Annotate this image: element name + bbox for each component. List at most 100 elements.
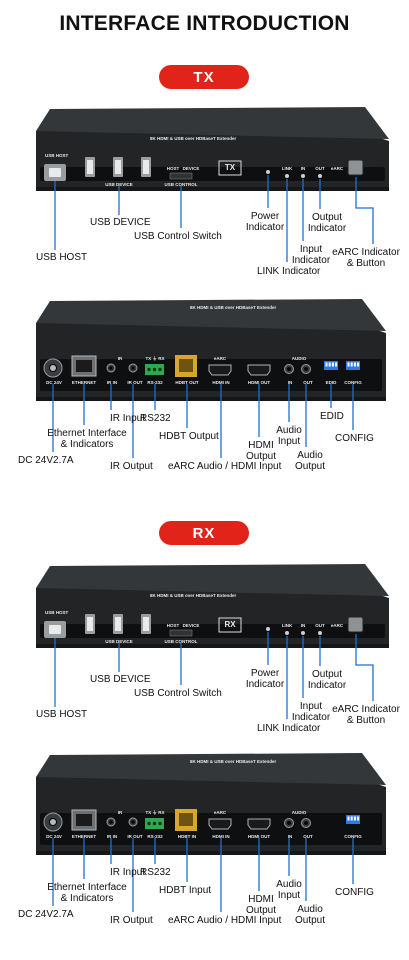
- tx-line-earc: [355, 177, 374, 244]
- rx-rear-config-label: CONFIG: [344, 834, 362, 839]
- tx-front-out-led: [318, 174, 322, 178]
- dip-switch-lever: [331, 362, 334, 367]
- rx-callout-ir-output: IR Output: [110, 915, 153, 926]
- tx-front-power-led: [266, 170, 270, 174]
- dip-switch: [324, 361, 338, 370]
- tx-front-model-text: 8K HDMI & USB over HDBaseT Extender: [150, 136, 237, 141]
- rx-front-usb-b-inner: [49, 625, 61, 634]
- jack-hole: [131, 366, 135, 370]
- tx-rear-rs232-screw: [158, 367, 162, 372]
- rx-front-in-led: [301, 631, 305, 635]
- device-base-edge: [36, 851, 386, 855]
- tx-callout-usb-control: USB Control Switch: [134, 231, 222, 242]
- rx-front-device-label: DEVICE: [182, 623, 200, 628]
- tx-callout-ethernet: Ethernet Interface& Indicators: [47, 428, 127, 450]
- jack-hole: [109, 820, 113, 824]
- rx-front-out-led: [318, 631, 322, 635]
- tx-rear-config-label: CONFIG: [344, 380, 362, 385]
- rx-front-usb-host-label: USB HOST: [45, 610, 69, 615]
- tx-rear-audio-out-label: OUT: [303, 380, 313, 385]
- jack-hole: [303, 366, 309, 372]
- tx-callout-usb-host: USB HOST: [36, 252, 88, 263]
- tx-front-mode-text: TX: [224, 163, 236, 172]
- page-title: INTERFACE INTRODUCTION: [59, 12, 350, 35]
- tx-front-usb-control-label: USB CONTROL: [164, 182, 198, 187]
- device-base-edge: [36, 644, 389, 648]
- dip-switch-lever: [347, 816, 350, 821]
- rx-callout-hdbt: HDBT Input: [159, 885, 212, 896]
- dip-switch: [346, 361, 360, 370]
- rx-callout-config: CONFIG: [335, 887, 374, 898]
- dip-switch-lever: [353, 362, 356, 367]
- tx-front-device-label: DEVICE: [182, 166, 200, 171]
- device-top-panel: [36, 299, 386, 331]
- tx-rear-ethernet-label: ETHERNET: [71, 380, 97, 385]
- tx-rear-hdbt-inner: [179, 359, 193, 372]
- rx-rear-hdmi-in-label: HDMI IN: [212, 834, 230, 839]
- rx-line-earc: [355, 634, 374, 701]
- tx-callout-config: CONFIG: [335, 433, 374, 444]
- rx-rear-ethernet-label: ETHERNET: [71, 834, 97, 839]
- jack-hole: [109, 366, 113, 370]
- rx-front-usb-control-label: USB CONTROL: [164, 639, 198, 644]
- rx-callout-ethernet: Ethernet Interface& Indicators: [47, 882, 127, 904]
- tx-rear-rs232-pins-label: TX ⏚ RX: [145, 356, 165, 361]
- rx-front-out-label: OUT: [315, 623, 325, 628]
- dip-switch-lever: [357, 816, 360, 821]
- usb-a-port-inner: [87, 160, 93, 174]
- dip-switch-lever: [335, 362, 338, 367]
- dip-switch: [346, 815, 360, 824]
- rx-front-mode-text: RX: [224, 620, 236, 629]
- device-face-plate: [40, 813, 382, 845]
- tx-rear-hdmi-in-label: HDMI IN: [212, 380, 230, 385]
- tx-front-usb-b-inner: [49, 168, 61, 177]
- rx-badge: RX: [159, 521, 249, 545]
- rx-front-power-led: [266, 627, 270, 631]
- tx-badge: TX: [159, 65, 249, 89]
- tx-rear-earc-label: eARC: [213, 356, 227, 361]
- device-top-panel: [36, 107, 389, 139]
- rx-front-model-text: 8K HDMI & USB over HDBaseT Extender: [150, 593, 237, 598]
- jack-hole: [286, 366, 292, 372]
- device-face-plate: [40, 624, 385, 638]
- rx-front-usb-control-switch: [169, 629, 193, 637]
- usb-a-port-inner: [143, 160, 149, 174]
- tx-rear-dc-pin: [50, 365, 56, 371]
- tx-front-in-led: [301, 174, 305, 178]
- dip-switch-lever: [350, 362, 353, 367]
- rx-callout-earc: eARC Indicator& Button: [332, 704, 400, 726]
- hdmi-port: [247, 364, 271, 376]
- rx-front-link-led: [285, 631, 289, 635]
- dip-switch-lever: [357, 362, 360, 367]
- usb-a-port-inner: [115, 617, 121, 631]
- rx-rear-model-text: 8K HDMI & USB over HDBaseT Extender: [190, 759, 277, 764]
- tx-rear-edid-label: EDID: [325, 380, 337, 385]
- dip-switch-lever: [347, 362, 350, 367]
- tx-rear-rs232-label: RS-232: [147, 380, 163, 385]
- rx-callout-link: LINK Indicator: [257, 723, 321, 734]
- rx-rear-ir-label: IR: [117, 810, 123, 815]
- rx-callout-rs232: RS232: [140, 867, 171, 878]
- device-base-edge: [36, 187, 389, 191]
- tx-rear-model-text: 8K HDMI & USB over HDBaseT Extender: [190, 305, 277, 310]
- rx-rear-audio-out-label: OUT: [303, 834, 313, 839]
- rx-rear-hdbt-label: HDBT IN: [177, 834, 197, 839]
- rx-callout-earc-hdmi-in: eARC Audio / HDMI Input: [168, 915, 282, 926]
- usb-a-port-inner: [115, 160, 121, 174]
- tx-front-host-label: HOST: [166, 166, 180, 171]
- rx-front-link-label: LINK: [281, 623, 293, 628]
- hdmi-port: [208, 818, 232, 830]
- hdmi-port: [208, 364, 232, 376]
- tx-callout-earc-hdmi-in: eARC Audio / HDMI Input: [168, 461, 282, 472]
- rx-rear-audio-label: AUDIO: [291, 810, 307, 815]
- hdmi-port: [247, 818, 271, 830]
